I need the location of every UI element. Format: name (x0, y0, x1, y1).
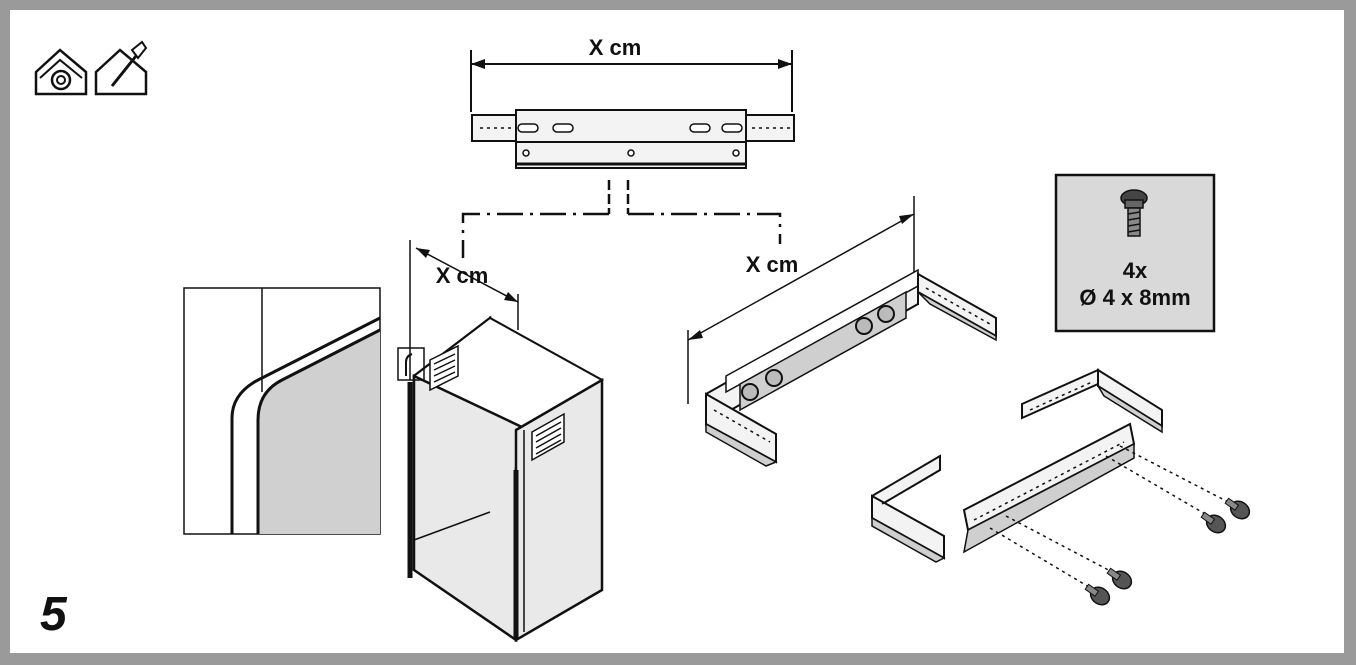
top-dimension-label: X cm (589, 35, 642, 60)
side-bracket-exploded (871, 368, 1233, 591)
instruction-panel: X cm X cm (10, 10, 1344, 653)
chimney-dimension-label: X cm (436, 263, 489, 288)
chimney-cover (397, 315, 604, 643)
house-swirl-icon (34, 48, 88, 96)
side-dimension-label: X cm (746, 252, 799, 277)
assembly-illustration: X cm X cm (34, 35, 1251, 643)
side-bracket-assembled (705, 268, 997, 467)
screw-icon (1120, 189, 1148, 237)
top-dimension (470, 50, 793, 112)
corner-detail-inset (183, 287, 381, 535)
reference-lines (461, 180, 782, 258)
side-dimension (687, 196, 915, 404)
screws (1084, 497, 1251, 606)
house-tool-icon (94, 40, 148, 96)
top-bracket (471, 109, 795, 169)
chimney-dimension (409, 240, 519, 380)
step-number: 5 (40, 588, 68, 641)
hardware-quantity: 4x (1123, 258, 1148, 283)
hardware-spec: Ø 4 x 8mm (1079, 285, 1190, 310)
hardware-box (1054, 173, 1216, 333)
